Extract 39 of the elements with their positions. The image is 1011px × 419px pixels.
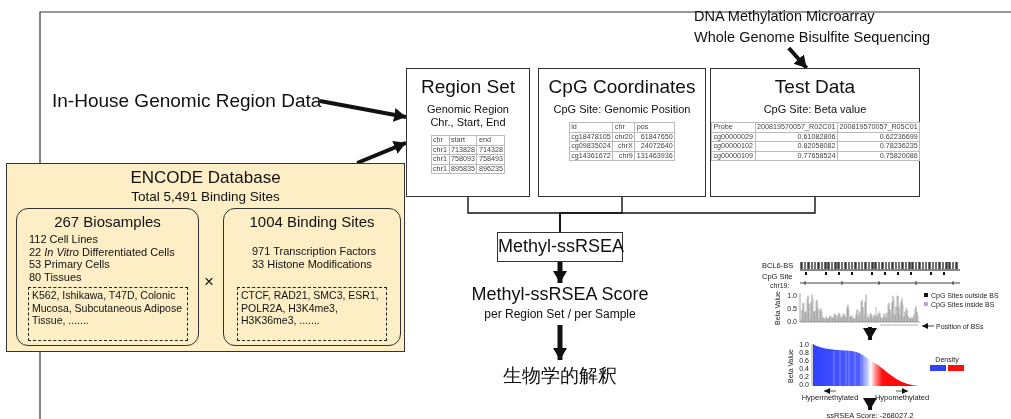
panel-title: ENCODE Database (129, 168, 282, 188)
source-label: In-House Genomic Region Data (52, 89, 320, 113)
result-label: 生物学的解釈 (503, 363, 617, 388)
category-box (16, 208, 199, 346)
count-text: 971 Transcription Factors (251, 245, 378, 258)
panel-subtitle: Total 5,491 Binding Sites (130, 188, 281, 205)
group-title: 1004 Binding Sites (248, 213, 376, 231)
database-panel (6, 163, 405, 352)
count-text: 80 Tissues (28, 270, 83, 283)
box-title: Region Set (420, 75, 516, 99)
examples-box (237, 287, 387, 341)
box-subtitle: CpG Site: Beta value (762, 103, 868, 116)
examples-box (28, 287, 188, 341)
examples-text: K562, Ishikawa, T47D, Colonic Mucosa, Subcutaneous Adipose Tissue, ....... (32, 289, 184, 327)
box-subtitle: Genomic Region Chr., Start, End (426, 103, 510, 129)
count-text: 22 In Vitro Differentiated Cells (28, 245, 176, 258)
score-title: Methyl-ssRSEA Score (470, 283, 650, 305)
count-text: 112 Cell Lines (28, 233, 99, 246)
source-label: Whole Genome Bisulfite Sequencing (694, 28, 932, 47)
data-box (406, 68, 530, 197)
group-title: 267 Biosamples (53, 213, 162, 231)
connector-line (559, 196, 816, 233)
arrow (553, 262, 567, 283)
box-title: Test Data (773, 75, 857, 99)
examples-text: CTCF, RAD21, SMC3, ESR1, POLR2A, H3K4me3, H3K36me3, ....... (241, 289, 380, 327)
count-text: 33 Histone Modifications (251, 257, 373, 270)
data-box (538, 68, 706, 197)
category-box (223, 208, 401, 346)
arrow (319, 99, 407, 122)
source-label: DNA Methylation Microarray (694, 7, 876, 26)
arrow (553, 325, 567, 360)
arrow (356, 140, 407, 165)
multiply-sign: × (204, 272, 214, 292)
score-subtitle: per Region Set / per Sample (483, 306, 637, 323)
count-text: 53 Primary Cells (28, 258, 111, 271)
box-title: CpG Coordinates (547, 75, 697, 99)
arrow (787, 46, 809, 70)
data-box (710, 68, 920, 197)
box-subtitle: CpG Site: Genomic Position (552, 103, 692, 116)
